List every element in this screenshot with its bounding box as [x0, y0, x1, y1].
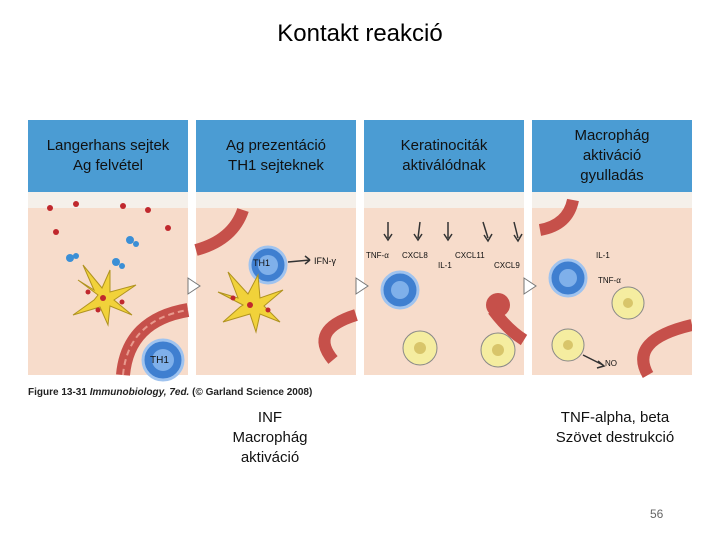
il1-label-1: IL-1: [438, 261, 452, 270]
caption-copyright: (© Garland Science 2008): [192, 387, 313, 398]
th1-label-panel-1: TH1: [150, 355, 169, 366]
caption-book: Immunobiology, 7ed.: [89, 387, 190, 398]
subtext-right: TNF-alpha, beta Szövet destrukció: [530, 408, 700, 448]
tnf-alpha-label-2: TNF-α: [598, 276, 621, 285]
no-label: NO: [605, 359, 617, 368]
panel-label-4: Macrophág aktiváció gyulladás: [532, 120, 692, 192]
panel-label-2-text: Ag prezentáció TH1 sejteknek: [225, 137, 327, 174]
caption-figure: Figure 13-31: [28, 387, 87, 398]
cxcl11-label: CXCL11: [455, 251, 485, 260]
panel-label-2: Ag prezentáció TH1 sejteknek: [196, 120, 356, 192]
cxcl8-label: CXCL8: [402, 251, 428, 260]
subtext-right-text: TNF-alpha, beta Szövet destrukció: [555, 409, 675, 446]
panel-label-3-text: Keratinociták aktiválódnak: [400, 137, 488, 174]
subtext-left-text: INF Macrophág aktiváció: [232, 409, 308, 466]
figure: TH1 TH1 IFN-γ TNF-α CXCL8 CXCL11 IL-1 CX…: [28, 110, 692, 402]
panel-label-1: Langerhans sejtek Ag felvétel: [28, 120, 188, 192]
panel-2-art: [194, 207, 358, 364]
diagram-artwork: TH1 TH1 IFN-γ TNF-α CXCL8 CXCL11 IL-1 CX…: [47, 198, 692, 382]
th1-label-panel-2: TH1: [253, 258, 270, 268]
panel-3-art: [380, 221, 528, 368]
slide-title: Kontakt reakció: [277, 20, 443, 47]
panel-label-3: Keratinociták aktiválódnak: [364, 120, 524, 192]
page-number: 56: [650, 507, 664, 521]
il1-label-2: IL-1: [596, 251, 610, 260]
ifn-gamma-label: IFN-γ: [314, 256, 336, 266]
figure-caption: Figure 13-31 Immunobiology, 7ed. (© Garl…: [28, 387, 428, 398]
tnf-alpha-label-1: TNF-α: [366, 251, 389, 260]
cxcl9-label: CXCL9: [494, 261, 520, 270]
panel-4-art: [538, 198, 692, 378]
panel-label-4-text: Macrophág aktiváció gyulladás: [574, 127, 650, 184]
panel-1-art: [47, 201, 190, 382]
subtext-left: INF Macrophág aktiváció: [200, 408, 340, 468]
panel-label-1-text: Langerhans sejtek Ag felvétel: [46, 137, 170, 174]
